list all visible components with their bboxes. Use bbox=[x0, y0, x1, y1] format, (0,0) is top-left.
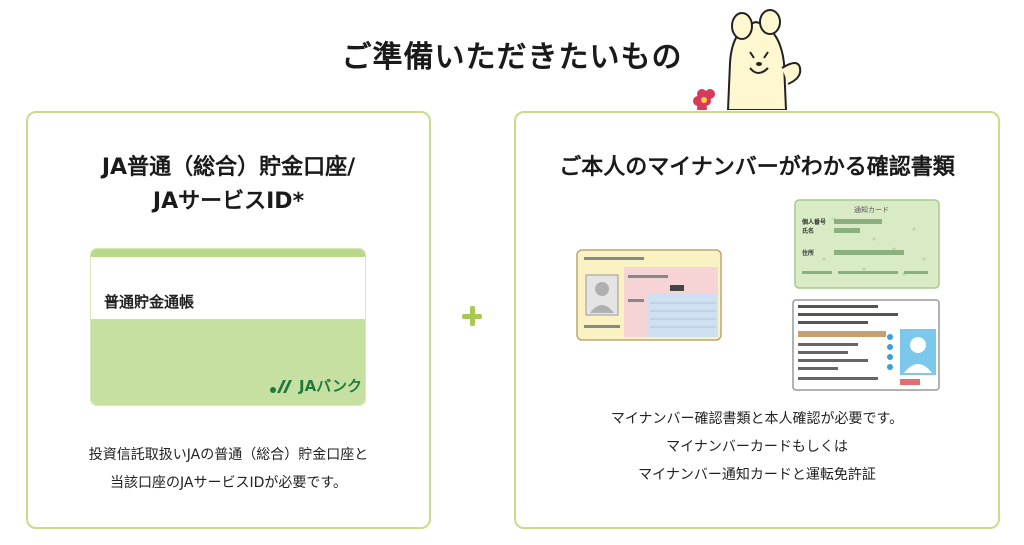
desc-line2: マイナンバーカードもしくは bbox=[666, 439, 848, 455]
desc-line1: マイナンバー確認書類と本人確認が必要です。 bbox=[610, 411, 904, 427]
bank-account-card: JA普通（総合）貯金口座/ JAサービスID* 普通貯金通帳 JAバンク 投資信… bbox=[26, 111, 431, 529]
my-number-card-icon bbox=[576, 249, 722, 341]
desc-line3: マイナンバー通知カードと運転免許証 bbox=[638, 467, 876, 483]
ja-logo-icon bbox=[270, 379, 292, 393]
notice-label-address: 住所 bbox=[802, 249, 814, 257]
notification-card-icon: 通知カード 個人番号 氏名 住所 bbox=[794, 199, 940, 289]
ja-bank-logo-text: JAバンク bbox=[299, 377, 362, 395]
card-title: JA普通（総合）貯金口座/ JAサービスID* bbox=[28, 151, 429, 219]
card-title-line2: JAサービスID* bbox=[152, 189, 305, 214]
card-description: 投資信託取扱いJAの普通（総合）貯金口座と 当該口座のJAサービスIDが必要です… bbox=[28, 441, 429, 497]
card-title: ご本人のマイナンバーがわかる確認書類 bbox=[559, 155, 955, 180]
drivers-license-icon bbox=[792, 299, 940, 391]
desc-line1: 投資信託取扱いJAの普通（総合）貯金口座と bbox=[88, 447, 369, 463]
card-description: マイナンバー確認書類と本人確認が必要です。 マイナンバーカードもしくは マイナン… bbox=[516, 405, 998, 489]
passbook-bottom bbox=[91, 319, 365, 405]
passbook-illustration: 普通貯金通帳 JAバンク bbox=[91, 249, 365, 405]
flower-icon bbox=[693, 89, 715, 110]
notice-label-name: 氏名 bbox=[802, 227, 814, 235]
card-title-line1: JA普通（総合）貯金口座/ bbox=[101, 155, 356, 180]
notice-card-header: 通知カード bbox=[854, 205, 889, 214]
mascot-illustration bbox=[693, 9, 802, 110]
page-title: ご準備いただきたいもの bbox=[341, 40, 683, 75]
ja-bank-logo: JAバンク bbox=[269, 375, 362, 396]
passbook-label: 普通貯金通帳 bbox=[104, 293, 195, 311]
desc-line2: 当該口座のJAサービスIDが必要です。 bbox=[110, 475, 347, 491]
passbook-top-strip bbox=[91, 249, 365, 257]
notice-label-number: 個人番号 bbox=[801, 218, 826, 226]
my-number-document-card: ご本人のマイナンバーがわかる確認書類 通知カード 個人番号 氏名 住 bbox=[514, 111, 1000, 529]
plus-icon bbox=[458, 302, 486, 330]
